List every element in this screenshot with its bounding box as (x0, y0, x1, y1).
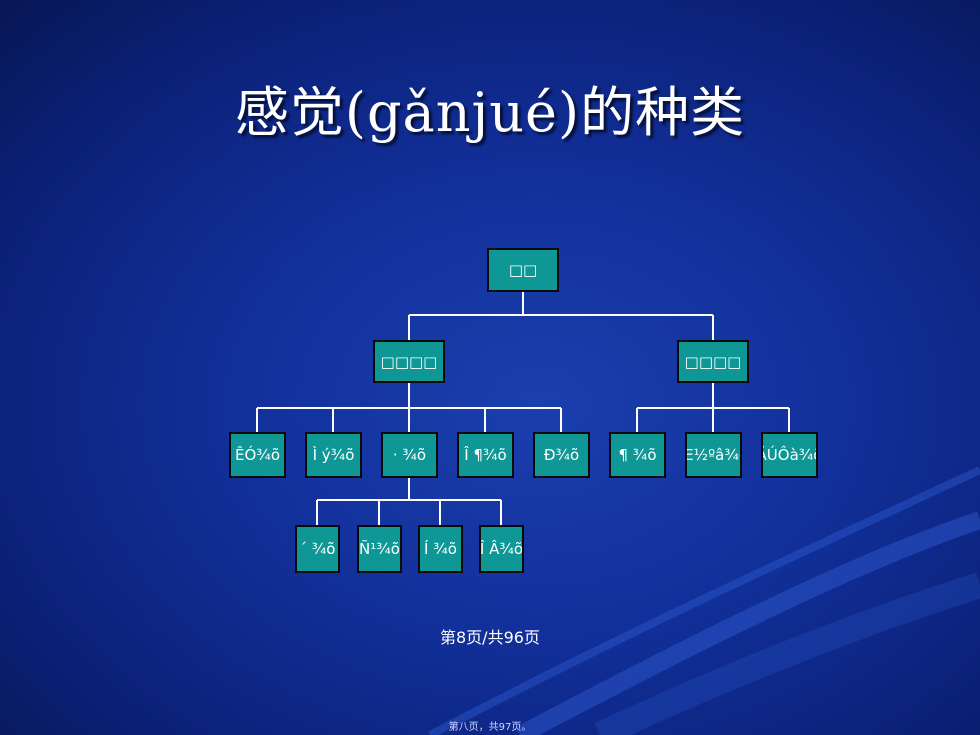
slide-footer: 第八页，共97页。 (448, 722, 532, 733)
org-node-level4: ´ ¾õ (295, 525, 340, 573)
org-node-level2-left: □□□□ (373, 340, 445, 383)
org-node-level4: Ñ¹¾õ (357, 525, 402, 573)
slide-title: 感觉(gǎnjué)的种类 (234, 81, 746, 144)
org-node-level4: Í ¾õ (418, 525, 463, 573)
org-node-level3: Î ¶¾õ (457, 432, 514, 478)
org-node-level3: ÄÚÔà¾õ (761, 432, 818, 478)
org-node-level3: Ì ý¾õ (305, 432, 362, 478)
org-node-level3: Æ½ºâ¾õ (685, 432, 742, 478)
org-node-level2-right: □□□□ (677, 340, 749, 383)
org-node-level3: ¶ ¾õ (609, 432, 666, 478)
org-node-level3: Ð¾õ (533, 432, 590, 478)
page-indicator: 第8页/共96页 (440, 628, 540, 647)
org-node-level4: Î Â¾õ (479, 525, 524, 573)
org-node-level3: · ¾õ (381, 432, 438, 478)
org-node-level3: ÊÓ¾õ (229, 432, 286, 478)
org-node-root: □□ (487, 248, 559, 292)
